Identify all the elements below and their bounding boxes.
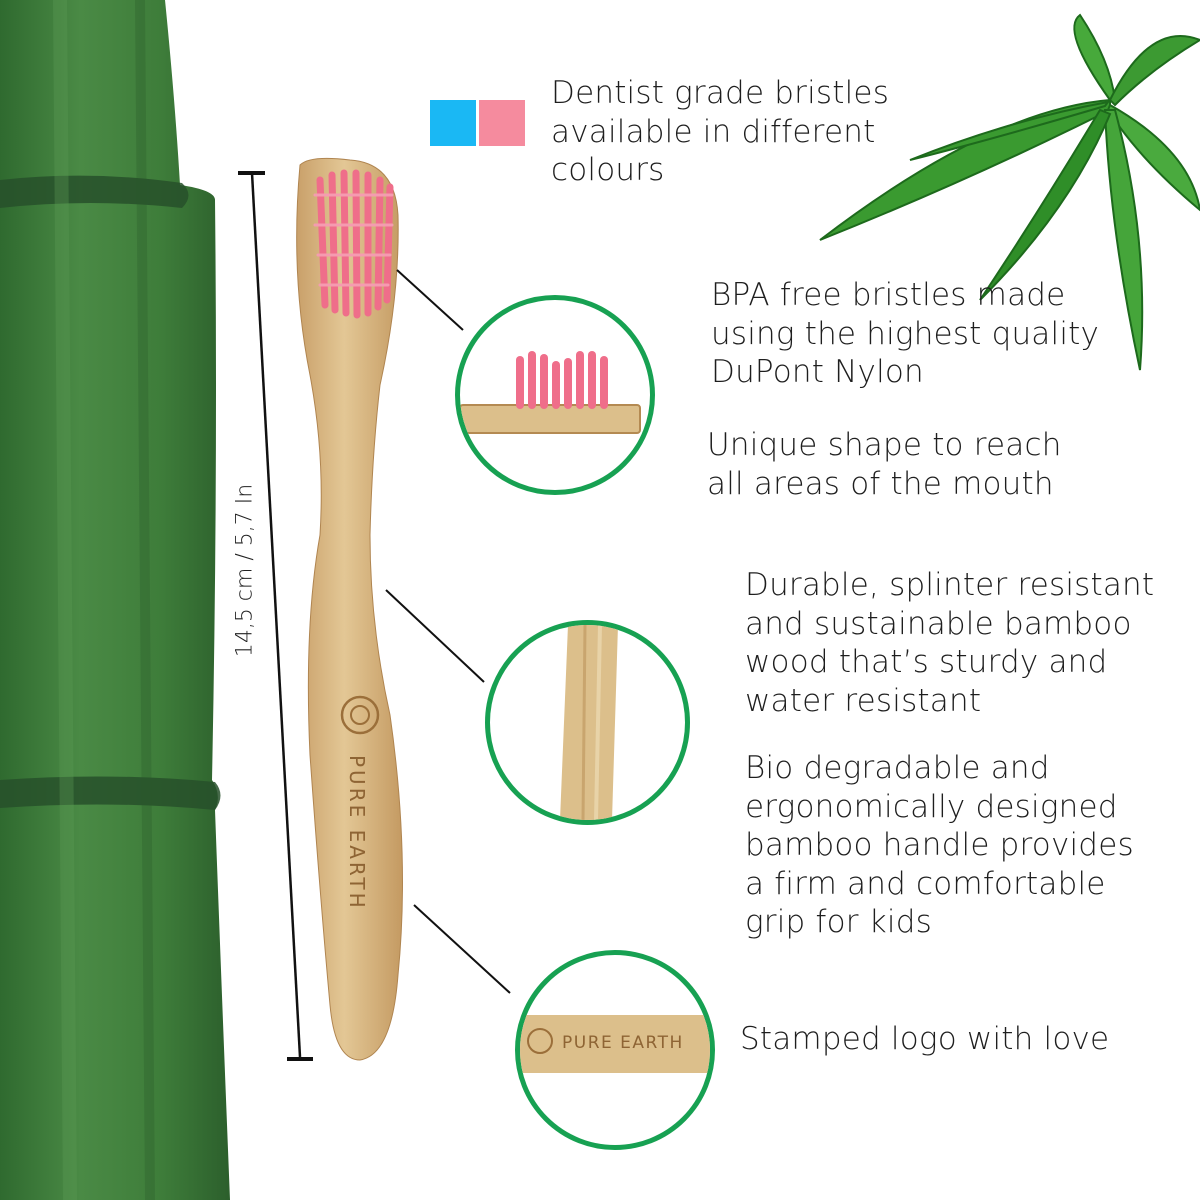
handle-detail-circle bbox=[485, 620, 690, 825]
feature-bpa-free: BPA free bristles made using the highest… bbox=[711, 277, 1100, 390]
blue-swatch bbox=[430, 100, 476, 146]
brand-stamp-horizontal: PURE EARTH bbox=[562, 1033, 684, 1053]
pink-swatch bbox=[479, 100, 525, 146]
feature-stamped-logo: Stamped logo with love bbox=[740, 1021, 1110, 1057]
feature-bristle-colours: Dentist grade bristles available in diff… bbox=[551, 75, 890, 188]
bristle-detail-circle bbox=[455, 295, 655, 495]
feature-durable: Durable, splinter resistant and sustaina… bbox=[745, 567, 1155, 719]
feature-biodegradable: Bio degradable and ergonomically designe… bbox=[745, 750, 1134, 940]
bamboo-stalk-icon bbox=[0, 0, 230, 1200]
bamboo-leaves-icon bbox=[819, 13, 1200, 371]
toothbrush-icon: PURE EARTH bbox=[296, 157, 403, 1061]
feature-unique-shape: Unique shape to reach all areas of the m… bbox=[707, 427, 1062, 502]
brand-stamp-vertical: PURE EARTH bbox=[345, 755, 369, 911]
logo-detail-circle: PURE EARTH bbox=[515, 950, 715, 1150]
dimension-bracket bbox=[238, 171, 313, 1061]
